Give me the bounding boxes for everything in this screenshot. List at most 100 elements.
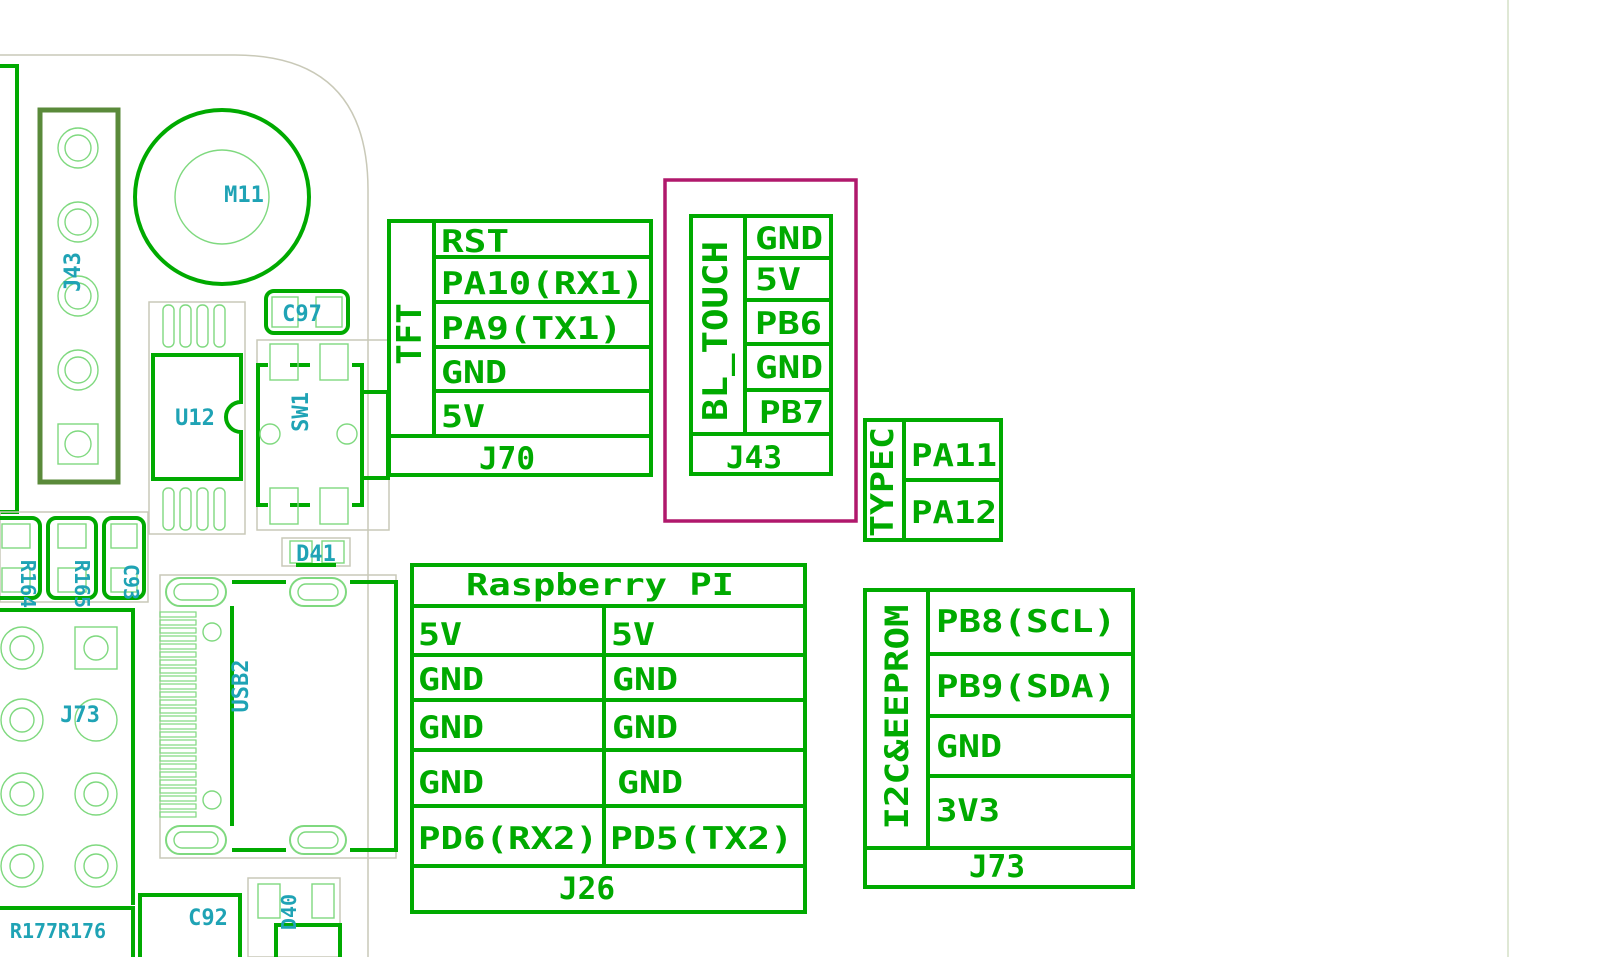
j73-left-pad-4 [74,698,118,742]
j73-left-pad-2-hole [83,635,109,661]
bltouch-pin-1: GND [755,221,823,257]
c97-designator: C97 [282,302,322,327]
j43-left-designator: J43 [61,252,86,292]
u12-pin-4 [213,304,226,348]
usb2-pin [159,651,197,658]
u12-courtyard [148,301,246,535]
usb2-pin [159,755,197,762]
usb2-pin [159,803,197,810]
r165-pad-1 [57,523,87,549]
board-outline [0,54,369,957]
tft-pin-2: PA10(RX1) [441,266,644,302]
eeprom-pin-2: PB9(SDA) [936,669,1116,705]
r165-designator: R165 [70,560,94,608]
u12-pin-3 [196,304,209,348]
j43-pad-3-hole [64,282,92,310]
c97-capacitor: C97 [264,289,350,335]
usb2-pin [159,811,197,818]
tft-pin-1: RST [441,224,509,260]
j43-pad-1 [57,127,99,169]
sw1-pad-4 [319,487,349,525]
bottom-components: R177 R176 C92 D40 [0,877,342,958]
usb2-pin [159,619,197,626]
j43-pad-3 [57,275,99,317]
sw1-pad-1 [269,343,299,381]
r164-pad-2 [1,567,31,593]
c93-designator: C93 [119,564,143,600]
u12-pin-7 [196,487,209,531]
m11-pad [174,149,270,245]
c97-outline [264,289,350,335]
j73-left-outline [0,608,135,905]
j43-selection-highlight [663,178,858,523]
u12-pin-8 [213,487,226,531]
usb2-pin [159,627,197,634]
r177-designator: R177 [10,919,58,943]
j73-left-header: J73 [0,608,135,905]
usb2-pin [159,635,197,642]
usb2-pin [159,747,197,754]
j73-left-pad-8 [74,844,118,888]
resistor-row: R164 R165 C93 [0,511,149,608]
usb2-pin [159,731,197,738]
usb2-pin [159,723,197,730]
sw1-hole-2 [336,423,358,445]
j43-pad-4 [57,349,99,391]
raspberry-row-4-left: GND [418,765,484,801]
tft-pin-5: 5V [441,399,485,435]
sw1-designator: SW1 [289,392,314,432]
usb2-designator: USB2 [229,660,254,713]
bltouch-pin-2: 5V [755,262,801,298]
j73-left-pad-3-hole [9,707,35,733]
j73-left-designator: J73 [60,703,100,728]
i2c-eeprom-connector-j73: I2C&EEPROM PB8(SCL) PB9(SDA) GND 3V3 J73 [863,588,1135,889]
u12-pin-5 [162,487,175,531]
usb2-shield-tl-hole [173,583,219,601]
bltouch-pin-4: GND [755,350,823,386]
usb2-pin [159,763,197,770]
j43-pad-5-hole [64,430,92,458]
j73-left-pad-7 [0,844,44,888]
raspberry-row-1-left: 5V [418,617,462,653]
c92-outline [138,893,242,957]
usb2-shield-tr-hole [297,583,339,601]
c97-pad-1 [271,296,299,328]
tft-pin-3: PA9(TX1) [441,311,622,347]
u12-pin-1 [162,304,175,348]
usb2-pin [159,707,197,714]
j73-left-pad-6 [74,772,118,816]
usb2-pin [159,683,197,690]
usb2-pin [159,643,197,650]
eeprom-pin-4: 3V3 [936,793,1000,829]
c93-pad-2 [110,567,138,593]
u12-chip: U12 [148,301,246,535]
usb2-pin [159,699,197,706]
tft-side-label: TFT [390,303,430,364]
raspberry-row-5-right: PD5(TX2) [610,821,793,857]
m11-designator: M11 [224,183,264,208]
eeprom-pin-3: GND [936,729,1002,765]
usb2-pin [159,739,197,746]
u12-pin-2 [179,304,192,348]
usb2-pin [159,611,197,618]
usb2-shield-tr [289,577,347,607]
r164-outline [0,516,42,600]
c92-designator: C92 [188,906,228,931]
r164-pad-1 [1,523,31,549]
sw1-hole-1 [259,423,281,445]
eeprom-pin-1: PB8(SCL) [936,604,1116,640]
j73-left-pad-5-hole [9,781,35,807]
j43-pad-1-hole [64,134,92,162]
u12-body [151,353,243,481]
eeprom-side-label: I2C&EEPROM [878,605,916,830]
j43-header-outline [37,107,121,485]
j26-designator: J26 [559,871,615,907]
j43-pad-5 [57,423,99,465]
usb2-shield-bl [165,825,227,855]
j73-left-pad-2 [74,626,118,670]
typec-pin-1: PA11 [911,438,997,474]
j73-outline [863,588,1135,889]
usb2-shield-tl [165,577,227,607]
j73-designator: J73 [969,849,1025,885]
